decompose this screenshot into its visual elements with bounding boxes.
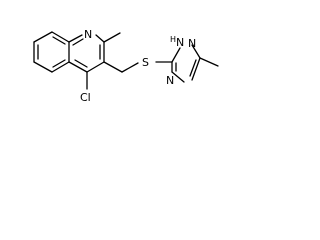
chemical-structure-diagram: N Cl S H N N N (0, 0, 246, 144)
triazole-nh-nitrogen-label: N (176, 36, 184, 49)
quinoline-nitrogen-label: N (84, 28, 92, 41)
sulfur-label: S (142, 56, 149, 69)
triazole-nitrogen-4-label: N (166, 74, 174, 87)
molecule-drawing: N Cl S H N N N (33, 28, 219, 104)
methyl-bond-c2 (103, 32, 121, 43)
methylene-bond (103, 61, 123, 73)
triazole-nitrogen-2-label: N (188, 37, 196, 50)
pyridine-ring (68, 34, 105, 73)
methyl-bond-triazole (199, 57, 219, 67)
methylene-sulfur-bond (121, 62, 139, 73)
triazole-ring (171, 44, 201, 83)
benzene-ring (33, 31, 70, 73)
chlorine-label: Cl (80, 91, 91, 104)
triazole-hydrogen-label: H (170, 35, 176, 44)
